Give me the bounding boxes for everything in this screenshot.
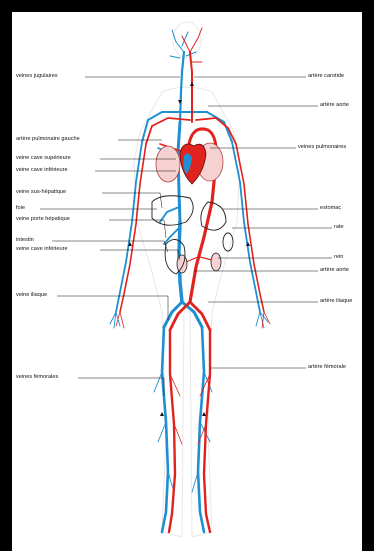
label-artere-femorale: artère fémorale bbox=[308, 364, 346, 371]
label-veine-cave-superieure: veine cave supérieure bbox=[16, 155, 71, 162]
label-veine-iliaque: veine iliaque bbox=[16, 292, 47, 299]
diagram-canvas: veines jugulaires artère pulmonaire gauc… bbox=[12, 12, 362, 551]
femoral-artery-left bbox=[169, 330, 175, 532]
arm-vein-right bbox=[232, 142, 260, 312]
label-artere-carotide: artère carotide bbox=[308, 73, 344, 80]
label-veine-cave-inferieure-upper: veine cave inférieure bbox=[16, 167, 68, 174]
descending-aorta bbox=[190, 162, 216, 302]
femoral-vein-right bbox=[198, 327, 204, 532]
label-artere-aorte-lower: artère aorte bbox=[320, 267, 349, 274]
body-silhouette bbox=[134, 22, 240, 537]
leader-veine-iliaque bbox=[57, 296, 168, 320]
leader-veines-femorales bbox=[78, 378, 164, 396]
label-intestin: intestin bbox=[16, 237, 34, 244]
heart bbox=[180, 144, 206, 184]
label-rein: rein bbox=[334, 254, 343, 261]
stomach bbox=[201, 202, 226, 230]
femoral-artery-right bbox=[204, 330, 210, 532]
label-veine-porte-hepatique: veine porte hépatique bbox=[16, 216, 70, 223]
label-veines-femorales: veines fémorales bbox=[16, 374, 58, 381]
circulatory-system-diagram bbox=[12, 12, 362, 551]
organs bbox=[152, 143, 233, 274]
leader-lines bbox=[40, 77, 332, 396]
label-veine-sus-hepatique: veine sus-hépatique bbox=[16, 189, 66, 196]
flow-arrows bbox=[128, 82, 250, 416]
arm-artery-left bbox=[120, 144, 146, 312]
label-veine-cave-inferieure-lower: veine cave inférieure bbox=[16, 246, 68, 253]
leader-intestin bbox=[52, 241, 168, 252]
label-artere-iliaque: artère iliaque bbox=[320, 298, 352, 305]
label-rate: rate bbox=[334, 224, 344, 231]
label-veines-pulmonaires: veines pulmonaires bbox=[298, 144, 346, 151]
label-veines-jugulaires: veines jugulaires bbox=[16, 73, 58, 80]
arteries bbox=[116, 28, 270, 532]
hand-veins-left bbox=[110, 312, 120, 328]
label-artere-pulmonaire-gauche: artère pulmonaire gauche bbox=[16, 136, 80, 143]
label-artere-aorte-upper: artère aorte bbox=[320, 102, 349, 109]
label-foie: foie bbox=[16, 205, 25, 212]
veins bbox=[110, 30, 268, 532]
portal-vein bbox=[164, 227, 180, 244]
label-estomac: estomac bbox=[320, 205, 341, 212]
iliac-artery-left bbox=[170, 302, 190, 330]
